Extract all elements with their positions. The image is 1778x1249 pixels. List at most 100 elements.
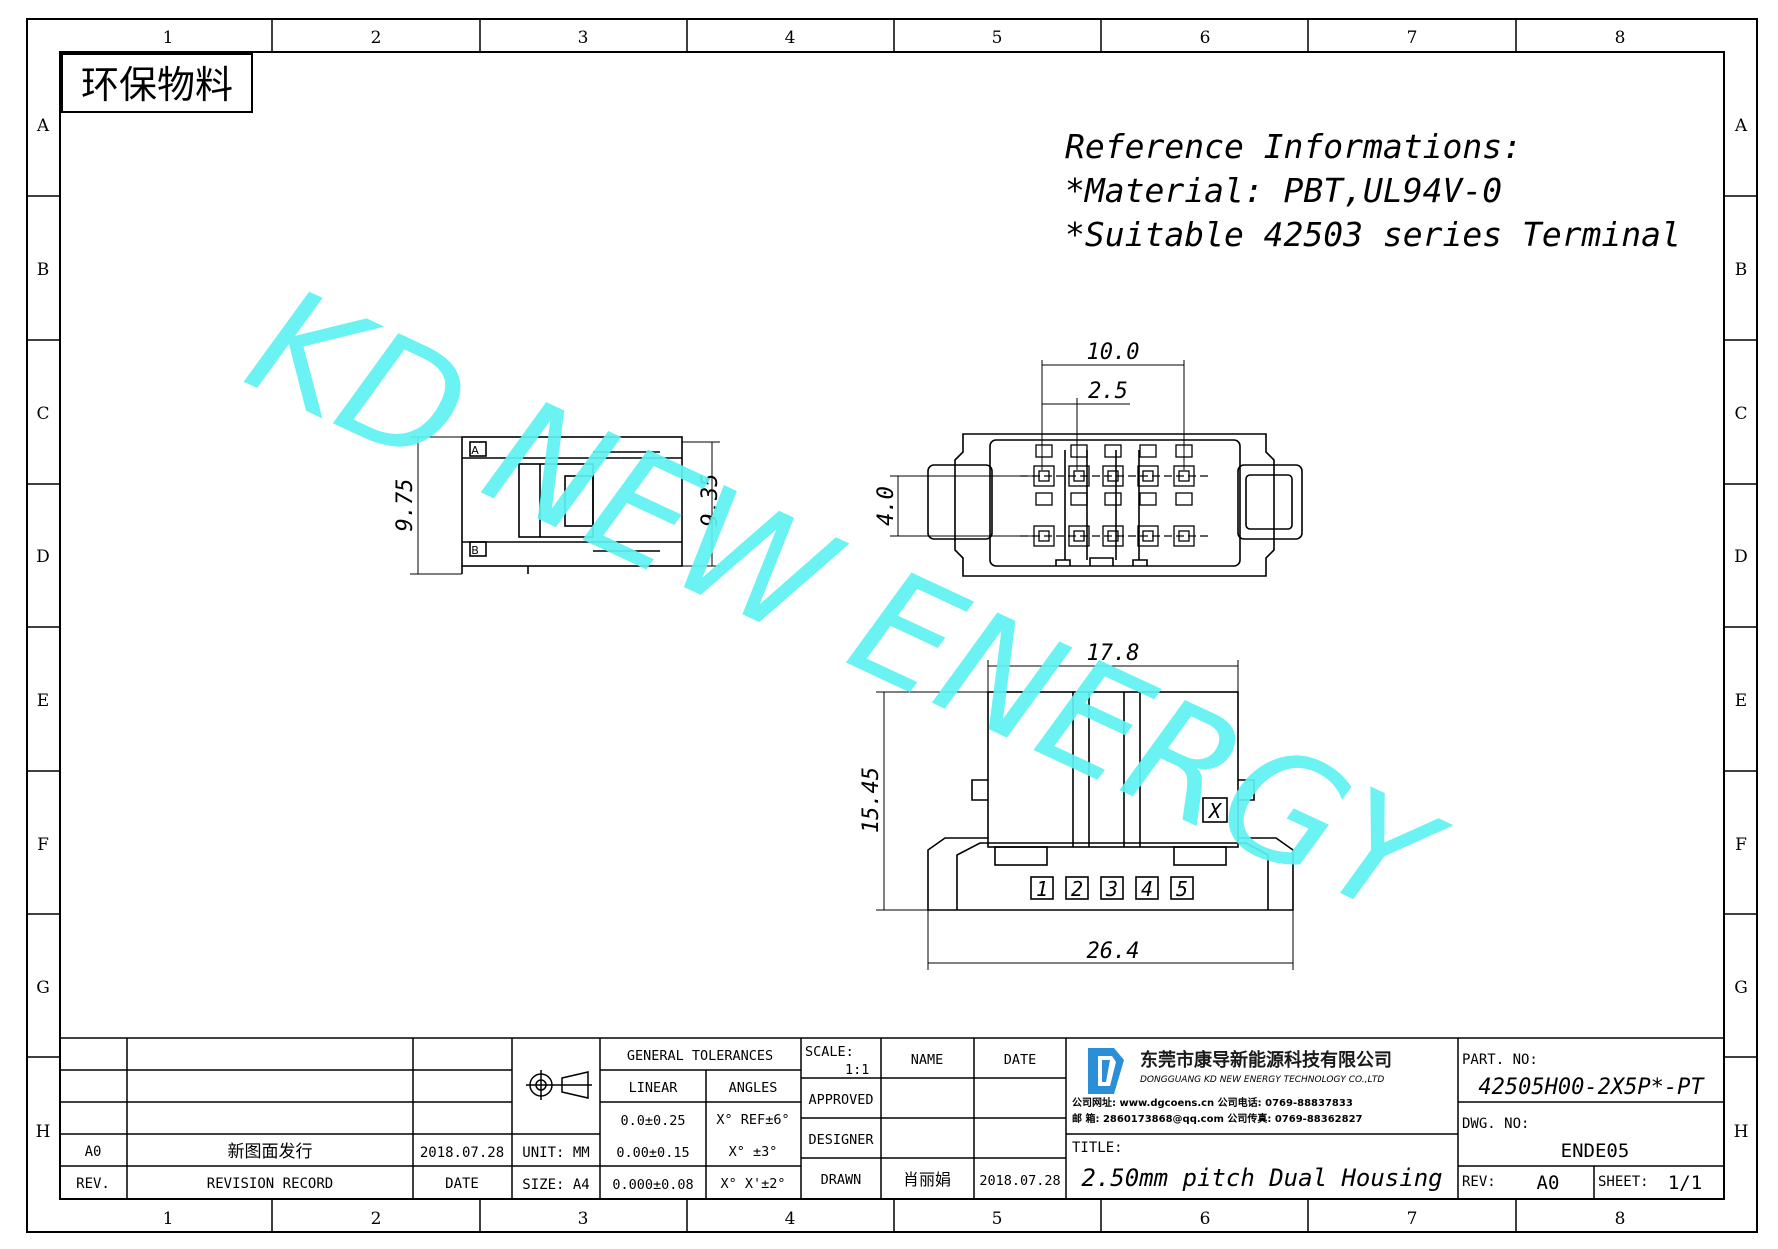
pin-number: 3	[1105, 877, 1118, 901]
dim-side-inner: 9.35	[698, 474, 723, 527]
watermark: KD NEW ENERGY	[225, 255, 1467, 957]
revision-record-header: REVISION RECORD	[207, 1176, 333, 1192]
dwg-no-value: ENDE05	[1561, 1140, 1630, 1162]
eco-stamp-box	[61, 53, 253, 113]
reference-terminal: *Suitable 42503 series Terminal	[1065, 215, 1681, 254]
date-col-header: DATE	[1004, 1052, 1037, 1068]
company-contact-1: 公司网址: www.dgcoens.cn 公司电话: 0769-88837833	[1072, 1096, 1353, 1109]
title-block-lines	[59, 1037, 1725, 1200]
rev-header: REV.	[76, 1176, 110, 1192]
row-label-right: D	[1734, 547, 1748, 567]
tol-linear-2: 0.00±0.15	[616, 1145, 689, 1161]
col-label-top: 1	[163, 28, 174, 48]
scale-value: 1:1	[845, 1062, 869, 1078]
row-label-right: C	[1734, 404, 1747, 424]
col-label-bottom: 1	[163, 1209, 174, 1229]
linear-header: LINEAR	[629, 1080, 679, 1096]
side-label-b: B	[471, 544, 479, 557]
row-label-left: F	[37, 835, 49, 855]
title-label: TITLE:	[1072, 1140, 1123, 1156]
pin-number: 2	[1071, 877, 1083, 901]
side-view	[410, 436, 720, 575]
reference-title: Reference Informations:	[1065, 127, 1522, 166]
col-label-bottom: 4	[785, 1209, 796, 1229]
rev-value: A0	[85, 1144, 102, 1160]
col-label-top: 6	[1200, 28, 1211, 48]
row-label-left: G	[36, 978, 50, 998]
dim-row-pitch: 4.0	[874, 486, 899, 526]
reference-info: Reference Informations: *Material: PBT,U…	[1065, 127, 1681, 254]
col-label-top: 4	[785, 28, 796, 48]
col-label-bottom: 6	[1200, 1209, 1211, 1229]
col-label-top: 5	[992, 28, 1003, 48]
grid-dividers	[27, 19, 1757, 1232]
drawn-label: DRAWN	[821, 1172, 862, 1188]
size-label: SIZE: A4	[522, 1177, 589, 1193]
dwg-no-label: DWG. NO:	[1462, 1116, 1529, 1132]
cavity-grid	[1020, 444, 1210, 547]
company-name-cn: 东莞市康导新能源科技有限公司	[1140, 1049, 1392, 1071]
dim-front-bottom-width: 26.4	[1087, 939, 1140, 964]
dim-side-outer: 9.75	[393, 479, 418, 532]
row-label-left: B	[37, 260, 50, 280]
row-label-left: A	[36, 116, 50, 136]
pin-number: 5	[1176, 877, 1188, 901]
top-view-dimensions	[890, 360, 1185, 537]
front-view-dimensions	[876, 660, 1294, 970]
row-label-right: B	[1735, 260, 1748, 280]
row-label-right: H	[1734, 1122, 1749, 1142]
tol-angle-2: X° ±3°	[729, 1144, 778, 1160]
grid-labels: 1 2 3 4 5 6 7 8 1 2 3 4 5 6 7 8 A B C D …	[36, 28, 1749, 1229]
angles-header: ANGLES	[729, 1080, 778, 1096]
col-label-bottom: 3	[578, 1209, 589, 1229]
col-label-top: 7	[1407, 28, 1418, 48]
col-label-top: 2	[371, 28, 382, 48]
eco-stamp: 环保物料	[81, 63, 233, 107]
drawn-date: 2018.07.28	[979, 1173, 1060, 1189]
outer-frame	[26, 18, 1758, 1233]
revision-record: A0 新图面发行 2018.07.28 REV. REVISION RECORD…	[76, 1142, 590, 1193]
dim-pitch: 2.5	[1088, 379, 1128, 404]
designer-label: DESIGNER	[808, 1132, 874, 1148]
pin-number: 4	[1141, 877, 1153, 901]
tol-angle-1: X° REF±6°	[716, 1112, 789, 1128]
approved-label: APPROVED	[808, 1092, 873, 1108]
general-tolerances: GENERAL TOLERANCES LINEAR ANGLES 0.0±0.2…	[612, 1048, 789, 1193]
row-label-right: E	[1735, 691, 1747, 711]
rev-block-value: A0	[1537, 1172, 1560, 1194]
row-label-left: H	[36, 1122, 51, 1142]
x-mark: X	[1207, 799, 1223, 823]
drawn-name: 肖丽娟	[903, 1170, 951, 1189]
pin-numbers: 1 2 3 4 5	[1036, 877, 1188, 901]
sheet-value: 1/1	[1668, 1172, 1702, 1194]
scale-label: SCALE:	[805, 1044, 854, 1060]
row-label-right: F	[1735, 835, 1747, 855]
side-label-a: A	[471, 444, 479, 457]
col-label-bottom: 7	[1407, 1209, 1418, 1229]
tol-linear-1: 0.0±0.25	[620, 1113, 685, 1129]
front-view	[927, 691, 1294, 911]
row-label-left: C	[36, 404, 49, 424]
company-name-en: DONGGUANG KD NEW ENERGY TECHNOLOGY CO.,L…	[1140, 1075, 1384, 1085]
name-header: NAME	[911, 1052, 944, 1068]
rev-label: REV:	[1462, 1174, 1496, 1190]
row-label-left: E	[37, 691, 49, 711]
col-label-top: 3	[578, 28, 589, 48]
col-label-bottom: 8	[1615, 1209, 1626, 1229]
tol-linear-3: 0.000±0.08	[612, 1177, 693, 1193]
part-no-value: 42505H00-2X5P*-PT	[1478, 1075, 1705, 1100]
row-label-left: D	[36, 547, 50, 567]
pin-number: 1	[1036, 877, 1048, 901]
dim-front-top-width: 17.8	[1087, 641, 1140, 666]
col-label-top: 8	[1615, 28, 1626, 48]
dim-front-height: 15.45	[859, 767, 884, 833]
approvals: SCALE: 1:1 NAME DATE APPROVED DESIGNER D…	[805, 1044, 1061, 1189]
drawing-title: 2.50mm pitch Dual Housing	[1081, 1164, 1442, 1192]
part-no-label: PART. NO:	[1462, 1052, 1538, 1068]
row-label-right: A	[1734, 116, 1748, 136]
col-label-bottom: 5	[992, 1209, 1003, 1229]
sheet-label: SHEET:	[1598, 1174, 1649, 1190]
tol-angle-3: X° X'±2°	[720, 1176, 785, 1192]
col-label-bottom: 2	[371, 1209, 382, 1229]
